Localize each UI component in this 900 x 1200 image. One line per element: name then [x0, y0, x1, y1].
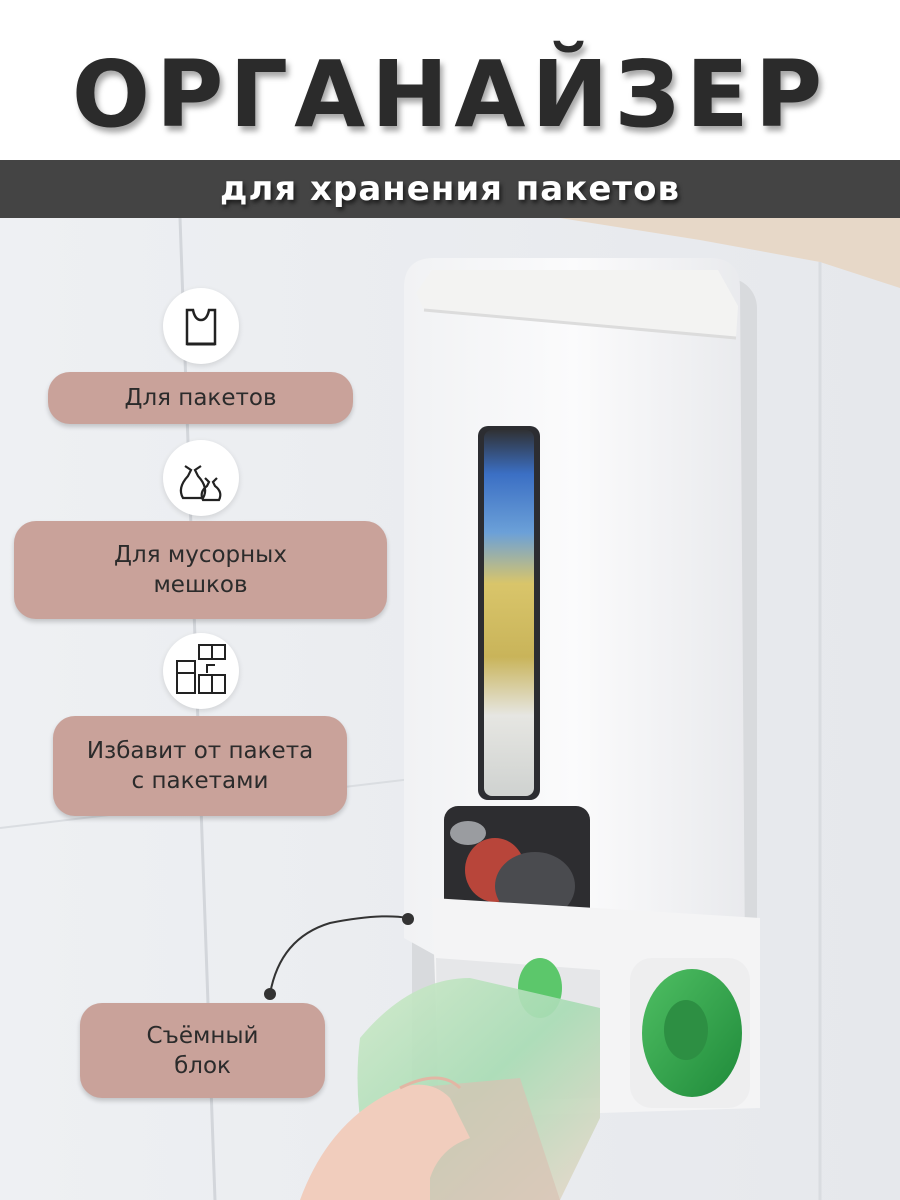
kitchen-icon	[163, 633, 239, 709]
subtitle-banner: для хранения пакетов	[0, 160, 900, 218]
page-title: ОРГАНАЙЗЕР	[71, 41, 829, 148]
page-subtitle: для хранения пакетов	[220, 169, 680, 209]
plastic-bag-icon	[163, 288, 239, 364]
removable-block-label: Съёмный блок	[80, 1003, 325, 1098]
feature-bag-of-bags-label: Избавит от пакета с пакетами	[53, 716, 347, 816]
garbage-bags-icon	[163, 440, 239, 516]
feature-bags-label: Для пакетов	[48, 372, 353, 424]
feature-trash-bags-label: Для мусорных мешков	[14, 521, 387, 619]
